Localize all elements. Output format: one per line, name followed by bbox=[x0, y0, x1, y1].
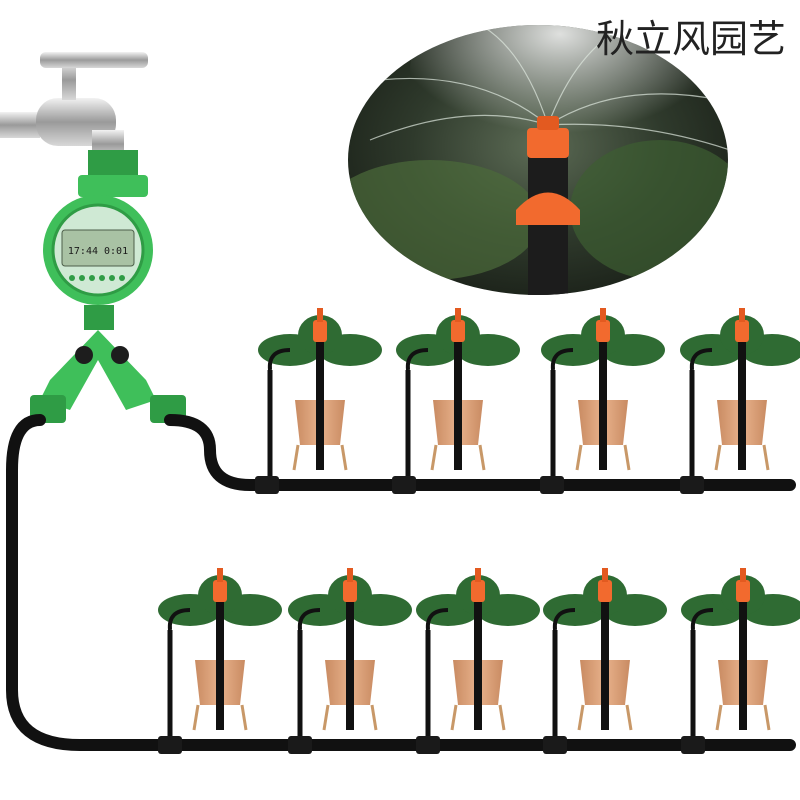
potted-plant bbox=[288, 568, 412, 745]
plant-row-top bbox=[258, 308, 800, 485]
plant-row-bottom bbox=[158, 568, 800, 745]
timer-display: 17:44 0:01 bbox=[68, 246, 128, 257]
potted-plant bbox=[396, 308, 520, 485]
drip-tubing bbox=[6, 414, 796, 751]
potted-plant bbox=[416, 568, 540, 745]
y-splitter bbox=[30, 330, 186, 423]
tube-connectors bbox=[158, 476, 705, 754]
potted-plant bbox=[541, 308, 665, 485]
sprinkler-closeup-photo bbox=[348, 25, 728, 295]
potted-plant bbox=[158, 568, 282, 745]
potted-plant bbox=[681, 568, 800, 745]
potted-plant bbox=[258, 308, 382, 485]
water-timer: 17:44 0:01 bbox=[43, 150, 153, 330]
potted-plant bbox=[680, 308, 800, 485]
potted-plant bbox=[543, 568, 667, 745]
brand-title: 秋立风园艺 bbox=[596, 17, 786, 61]
faucet-icon bbox=[0, 52, 148, 158]
